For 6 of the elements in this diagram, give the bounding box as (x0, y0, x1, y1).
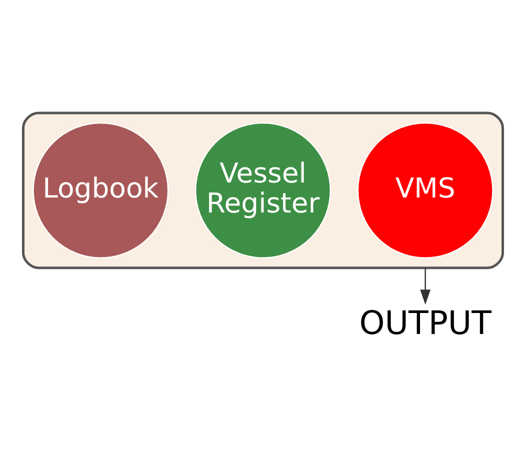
node-circle: Vessel Register (194, 122, 332, 258)
node-circle: VMS (357, 122, 494, 258)
node-text: OUTPUT (359, 303, 492, 342)
node-circle: Logbook (32, 122, 169, 258)
cluster (22, 111, 504, 269)
arrow (420, 267, 431, 304)
